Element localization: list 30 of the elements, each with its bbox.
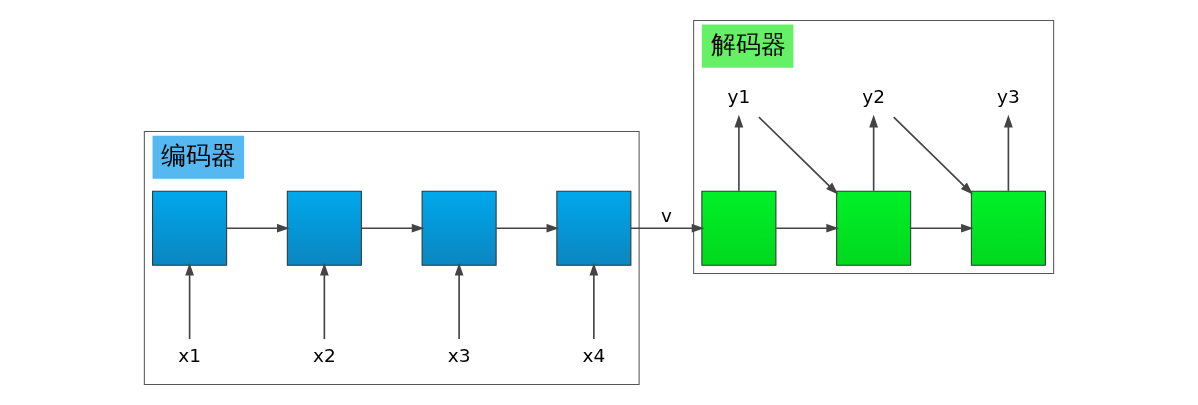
node-text: x2 — [313, 345, 336, 367]
node-box — [556, 190, 632, 266]
arrow — [1004, 114, 1013, 192]
node-box — [421, 190, 497, 266]
node-text: x4 — [582, 345, 606, 367]
node-text: y1 — [727, 86, 751, 108]
arrow — [758, 116, 839, 195]
node-box — [836, 190, 912, 266]
arrow — [495, 223, 560, 233]
arrow — [185, 262, 194, 340]
arrow — [454, 262, 464, 340]
arrow — [734, 114, 744, 192]
node-box — [701, 190, 777, 266]
node-text: x3 — [447, 345, 471, 367]
node-text: y3 — [997, 86, 1020, 108]
arrow — [319, 262, 329, 340]
arrow — [775, 223, 839, 233]
edge-label: v — [660, 205, 672, 227]
arrow — [910, 223, 974, 233]
arrow — [892, 116, 973, 195]
arrow — [630, 223, 705, 233]
node-text: y2 — [862, 86, 885, 108]
arrow — [360, 223, 425, 233]
arrow — [226, 223, 290, 233]
arrow — [589, 262, 599, 340]
node-box — [286, 190, 362, 266]
node-text: x1 — [178, 345, 201, 367]
node-box — [970, 190, 1046, 266]
node-box — [152, 190, 228, 266]
arrow — [869, 114, 879, 192]
